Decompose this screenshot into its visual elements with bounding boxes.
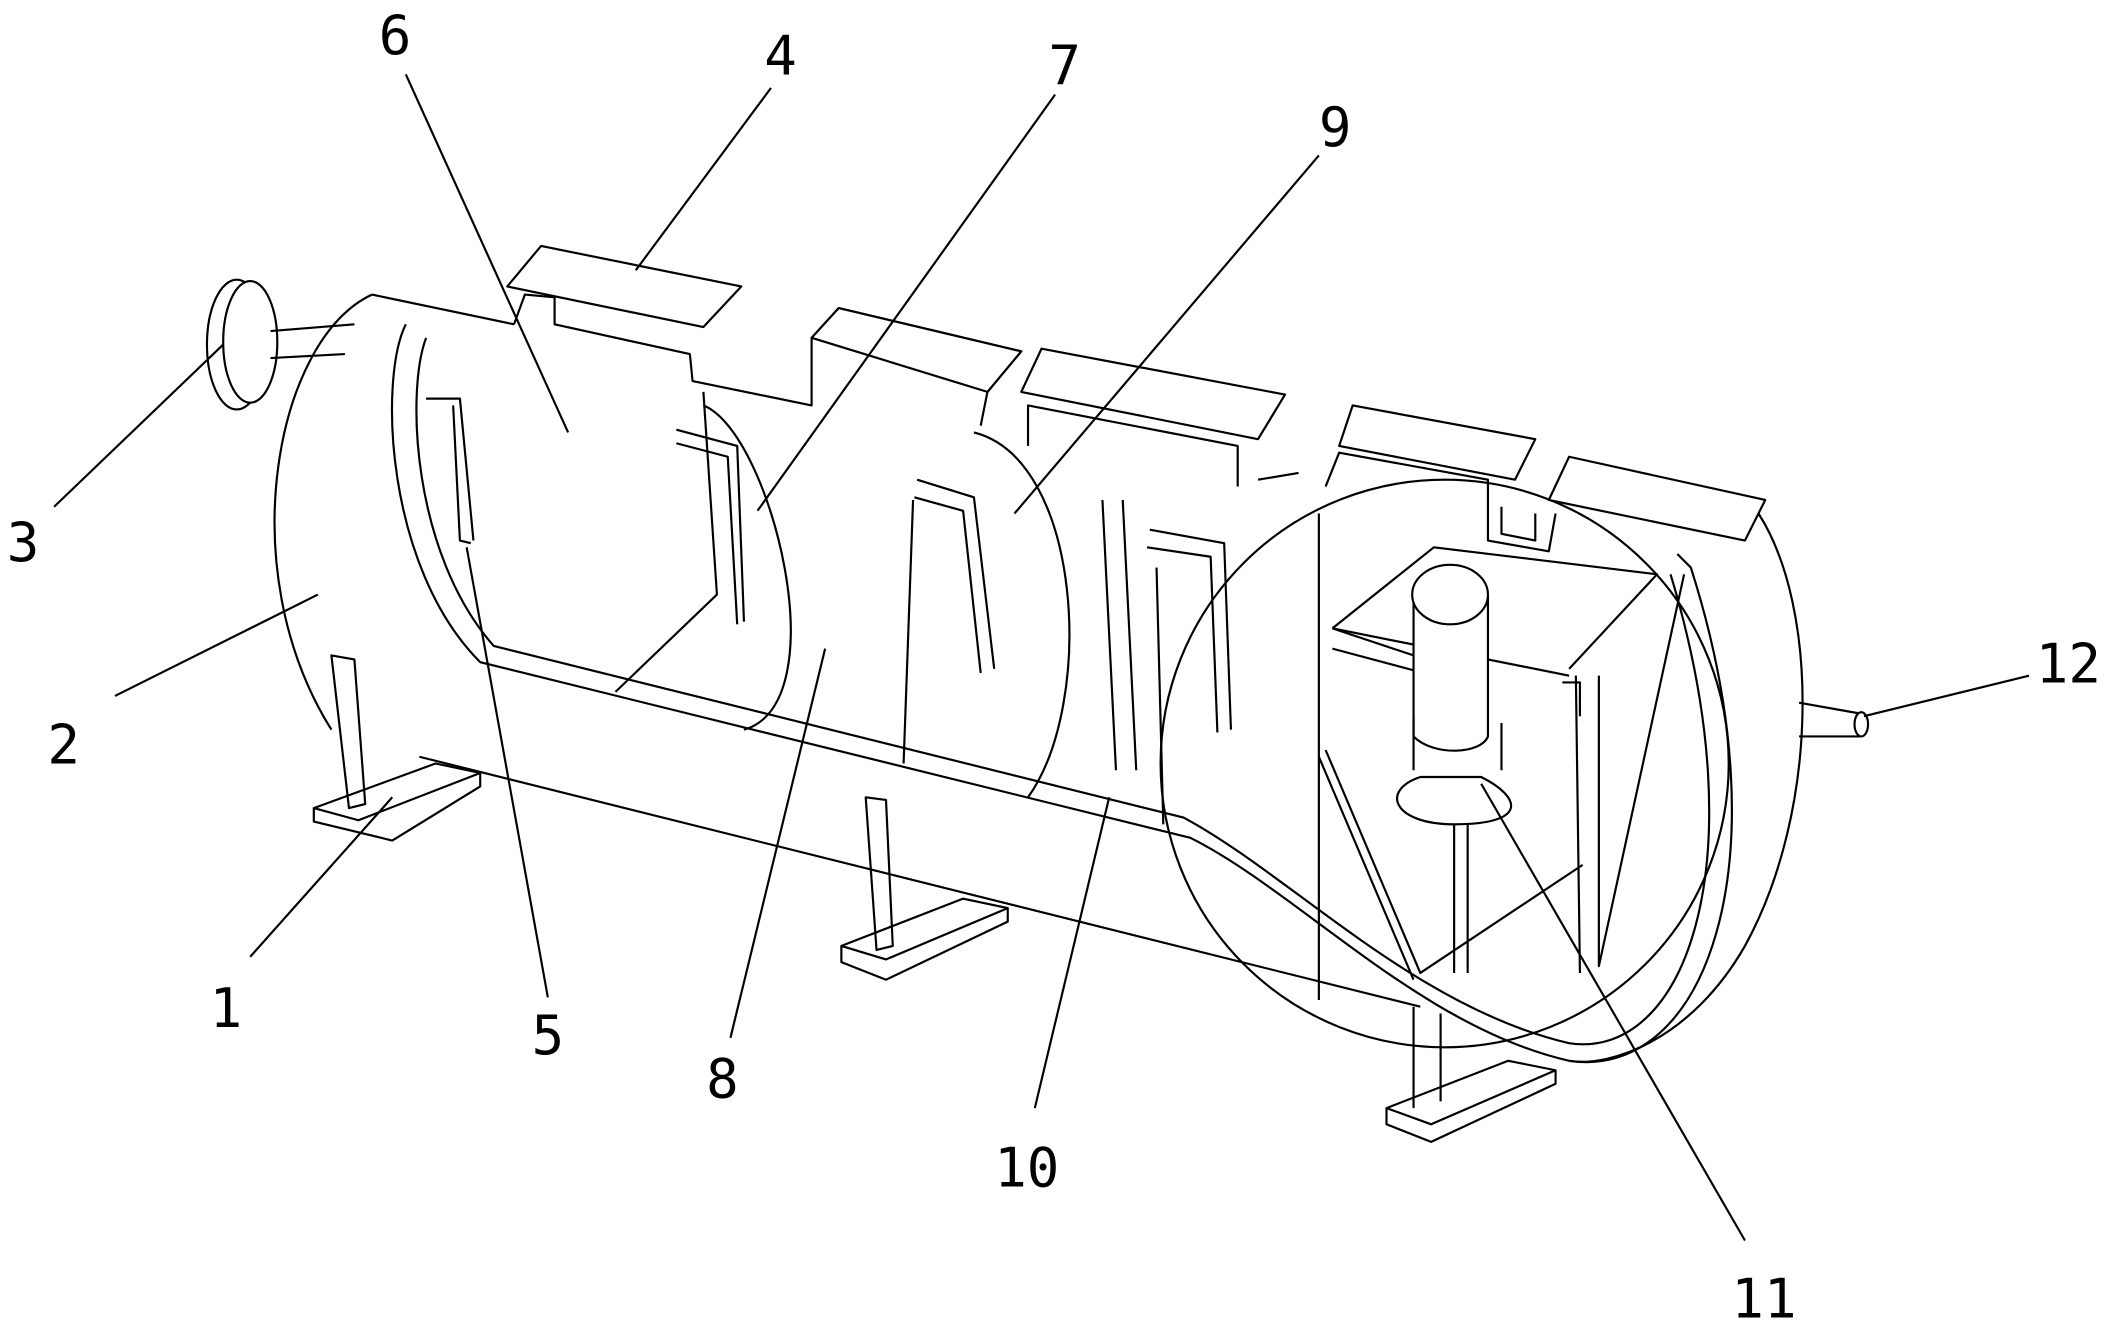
- leader-lines: [53, 73, 2030, 1242]
- outlet-pipe: [1798, 701, 1870, 738]
- mixer-assembly: [1317, 513, 1686, 1000]
- label-7: 7: [1048, 34, 1081, 97]
- support-legs: [312, 654, 1557, 1143]
- label-11: 11: [1731, 1268, 1796, 1327]
- label-1: 1: [210, 977, 243, 1040]
- label-9: 9: [1319, 96, 1352, 159]
- label-8: 8: [706, 1047, 739, 1110]
- label-6: 6: [379, 4, 412, 67]
- top-hatches: [506, 244, 1767, 553]
- label-12: 12: [2036, 632, 2101, 695]
- tank-body: [273, 293, 1804, 1064]
- label-2: 2: [47, 714, 80, 777]
- part-labels: 1 2 3 4 5 6 7 8 9 10 11 12: [7, 4, 2101, 1327]
- label-4: 4: [764, 24, 797, 87]
- valve-handwheel: [205, 278, 355, 411]
- label-10: 10: [994, 1136, 1059, 1199]
- label-5: 5: [532, 1004, 565, 1067]
- internal-pipes: [426, 391, 1233, 825]
- label-3: 3: [7, 511, 40, 574]
